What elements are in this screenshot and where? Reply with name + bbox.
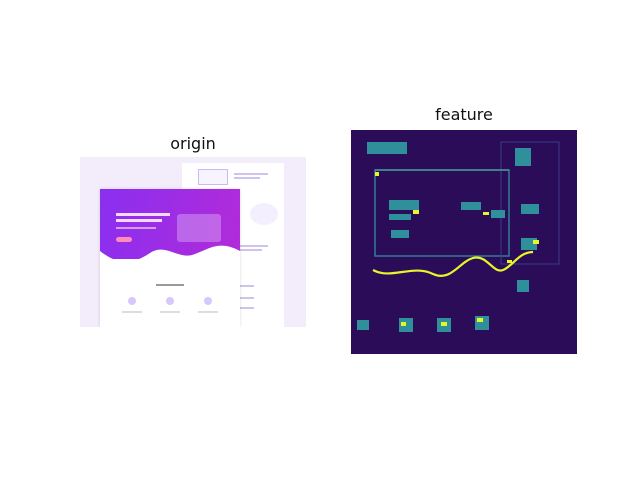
feature-icon bbox=[166, 297, 174, 305]
card-mockup bbox=[177, 214, 221, 242]
origin-image bbox=[80, 157, 306, 327]
feature-panel-title: feature bbox=[435, 105, 493, 124]
wave-divider bbox=[100, 245, 240, 271]
foreground-web-page bbox=[100, 189, 240, 327]
feature-icon bbox=[204, 297, 212, 305]
origin-panel-title: origin bbox=[170, 134, 216, 153]
feature-icon bbox=[128, 297, 136, 305]
feature-map bbox=[351, 130, 577, 354]
feature-activation-map bbox=[351, 130, 577, 354]
hero-banner bbox=[100, 189, 240, 271]
